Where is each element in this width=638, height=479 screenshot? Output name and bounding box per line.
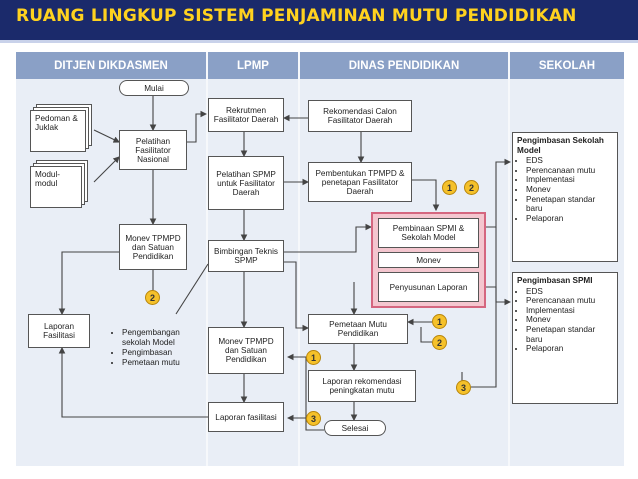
laporan-fasilitasi-lpmp-box: Laporan fasilitasi [208, 402, 284, 432]
badge-2-dinas-top: 2 [464, 180, 479, 195]
pedoman-document: Pedoman & Juklak [30, 104, 92, 152]
lane-header-lpmp: LPMP [208, 52, 298, 79]
sekolah-spmi-item: Penetapan standar baru [526, 325, 613, 344]
sekolah-model-item: Perencanaan mutu [526, 166, 613, 176]
monev-dinas-box: Monev [378, 252, 479, 268]
sekolah-model-item: EDS [526, 156, 613, 166]
badge-1-lpmp: 1 [306, 350, 321, 365]
pemetaan-box: Pemetaan Mutu Pendidikan [308, 314, 408, 344]
ditjen-bullet-item: Pengimbasan [122, 348, 204, 358]
pelatihan-spmp-box: Pelatihan SPMP untuk Fasilitator Daerah [208, 156, 284, 210]
monev-ditjen-box: Monev TPMPD dan Satuan Pendidikan [119, 224, 187, 270]
ditjen-bullet-item: Pengembangan sekolah Model [122, 328, 204, 348]
rekrutmen-box: Rekrutmen Fasilitator Daerah [208, 98, 284, 132]
lane-lpmp: LPMP [208, 52, 298, 466]
badge-3-dinas: 3 [456, 380, 471, 395]
lane-header-dinas: DINAS PENDIDIKAN [300, 52, 508, 79]
sekolah-model-panel: Pengimbasan Sekolah Model EDS Perencanaa… [512, 132, 618, 262]
sekolah-model-heading: Pengimbasan Sekolah Model [517, 136, 604, 155]
sekolah-spmi-heading: Pengimbasan SPMI [517, 276, 593, 285]
sekolah-model-item: Pelaporan [526, 214, 613, 224]
ditjen-bullet-list: Pengembangan sekolah Model Pengimbasan P… [112, 328, 204, 368]
lane-header-sekolah: SEKOLAH [510, 52, 624, 79]
pelatihan-nasional-box: Pelatihan Fasilitator Nasional [119, 130, 187, 170]
sekolah-model-item: Monev [526, 185, 613, 195]
title-bar: RUANG LINGKUP SISTEM PENJAMINAN MUTU PEN… [0, 0, 638, 43]
sekolah-spmi-item: Monev [526, 315, 613, 325]
ditjen-bullet-item: Pemetaan mutu [122, 358, 204, 368]
sekolah-model-item: Penetapan standar baru [526, 195, 613, 214]
sekolah-model-item: Implementasi [526, 175, 613, 185]
sekolah-spmi-item: EDS [526, 287, 613, 297]
badge-3-lpmp: 3 [306, 411, 321, 426]
badge-1-dinas-top: 1 [442, 180, 457, 195]
pedoman-label: Pedoman & Juklak [35, 114, 78, 132]
lane-header-ditjen: DITJEN DIKDASMEN [16, 52, 206, 79]
sekolah-spmi-panel: Pengimbasan SPMI EDS Perencanaan mutu Im… [512, 272, 618, 404]
sekolah-spmi-item: Perencanaan mutu [526, 296, 613, 306]
bimbingan-box: Bimbingan Teknis SPMP [208, 240, 284, 272]
slide-title: RUANG LINGKUP SISTEM PENJAMINAN MUTU PEN… [16, 6, 577, 26]
modul-document: Modul-modul [30, 160, 92, 208]
laporan-rekomendasi-box: Laporan rekomendasi peningkatan mutu [308, 370, 416, 402]
badge-1-dinas: 1 [432, 314, 447, 329]
pembentukan-box: Pembentukan TPMPD & penetapan Fasilitato… [308, 162, 412, 202]
modul-label: Modul-modul [35, 170, 61, 188]
sekolah-spmi-item: Pelaporan [526, 344, 613, 354]
badge-2-dinas: 2 [432, 335, 447, 350]
monev-lpmp-box: Monev TPMPD dan Satuan Pendidikan [208, 327, 284, 374]
flow-diagram: DITJEN DIKDASMEN LPMP DINAS PENDIDIKAN S… [16, 52, 624, 466]
penyusunan-box: Penyusunan Laporan [378, 272, 479, 302]
badge-2-ditjen: 2 [145, 290, 160, 305]
end-node: Selesai [324, 420, 386, 436]
start-node: Mulai [119, 80, 189, 96]
laporan-fasilitasi-ditjen-box: Laporan Fasilitasi [28, 314, 90, 348]
sekolah-spmi-item: Implementasi [526, 306, 613, 316]
pembinaan-box: Pembinaan SPMI & Sekolah Model [378, 218, 479, 248]
rekomendasi-box: Rekomendasi Calon Fasilitator Daerah [308, 100, 412, 132]
